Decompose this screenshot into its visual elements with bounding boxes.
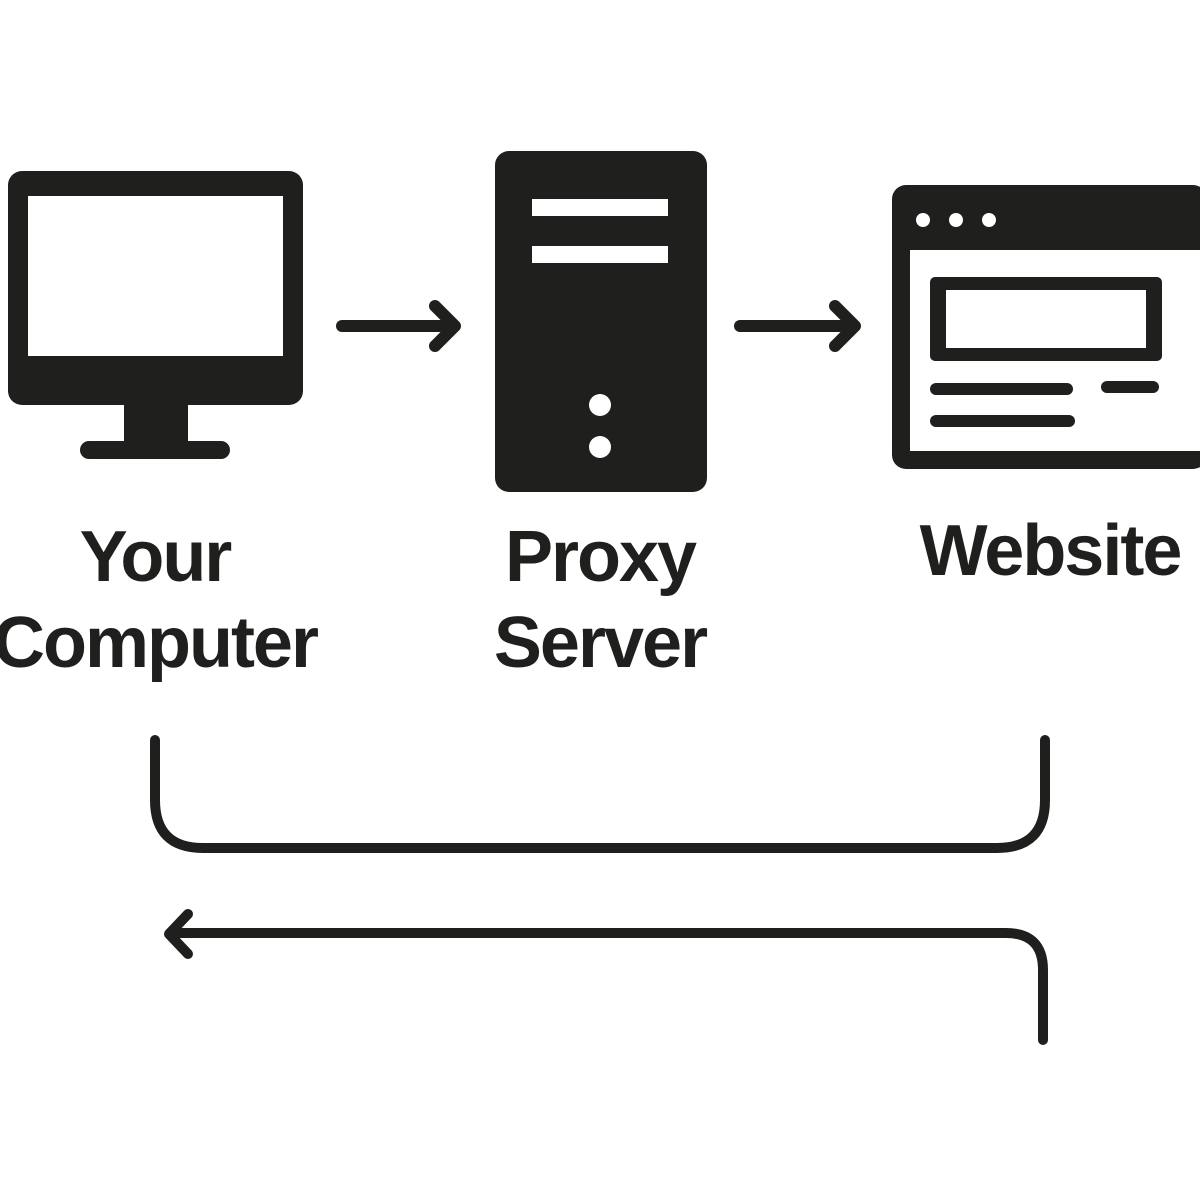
label-line: Your: [79, 517, 233, 597]
desktop-monitor-icon: [8, 171, 303, 459]
label-line: Server: [493, 603, 708, 683]
label-line: Proxy: [504, 517, 697, 597]
arrow-website-to-computer: [164, 909, 1048, 1045]
label-proxy-server: Proxy Server: [400, 514, 800, 686]
arrow-computer-to-proxy: [336, 300, 461, 352]
label-your-computer: Your Computer: [0, 514, 355, 686]
label-line: Website: [919, 511, 1183, 591]
connector-bracket: [150, 735, 1050, 853]
arrow-proxy-to-website: [734, 300, 861, 352]
server-tower-icon: [495, 151, 707, 492]
label-website: Website: [850, 508, 1200, 594]
browser-window-icon: [892, 185, 1200, 469]
label-line: Computer: [0, 603, 319, 683]
